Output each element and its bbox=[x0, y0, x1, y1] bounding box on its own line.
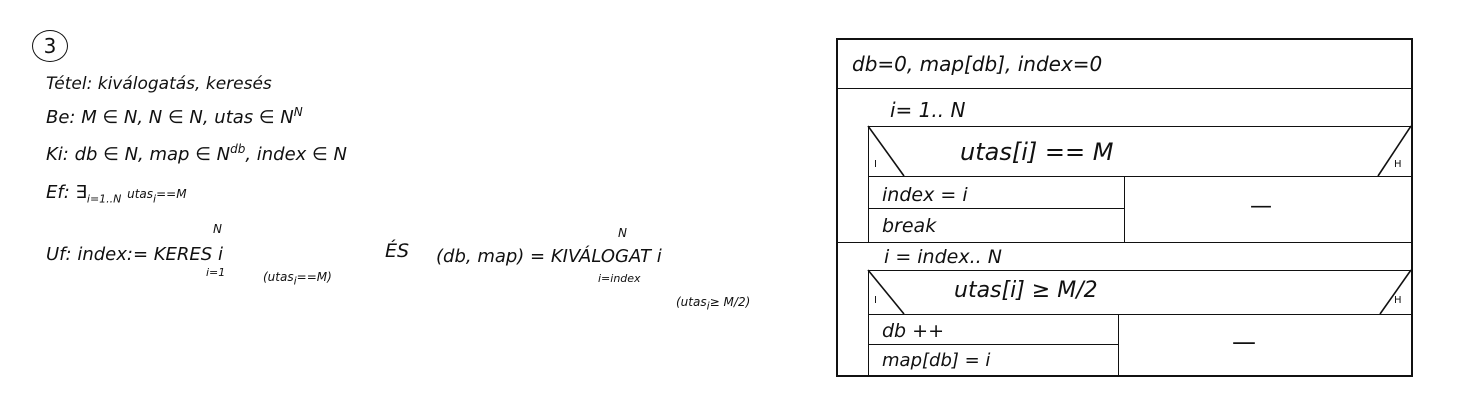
divider bbox=[868, 208, 1124, 209]
cond1-text: utas[i] == M bbox=[960, 138, 1114, 166]
spec-input-sup: N bbox=[293, 105, 303, 119]
then2-db-increment: db ++ bbox=[882, 320, 945, 342]
spec-output-rest: , index ∈ N bbox=[245, 144, 347, 165]
divider bbox=[868, 344, 1118, 345]
divider bbox=[868, 270, 1411, 271]
loop1-body-border bbox=[868, 126, 869, 242]
spec-precondition-line: Ef: ∃i=1..N utasi==M bbox=[46, 182, 187, 206]
cond2-true-mark: I bbox=[874, 295, 877, 306]
spec-precondition-exists: ∃ bbox=[75, 182, 87, 203]
cond1-triangle bbox=[867, 125, 1412, 177]
spec-input-label: Be: bbox=[46, 107, 76, 128]
cond2-split bbox=[1118, 314, 1119, 377]
then2-map-assign: map[db] = i bbox=[882, 350, 991, 371]
spec-output-sup: db bbox=[230, 142, 246, 156]
init-statement: db=0, map[db], index=0 bbox=[852, 52, 1103, 76]
spec-precondition-utas: utas bbox=[127, 187, 154, 201]
cond1-false-mark: H bbox=[1394, 159, 1402, 170]
keres-condition-end: ==M) bbox=[296, 270, 332, 284]
spec-output-line: Ki: db ∈ N, map ∈ Ndb, index ∈ N bbox=[46, 142, 347, 165]
kivalogat-lower-bound: i=index bbox=[598, 272, 641, 285]
divider bbox=[868, 176, 1411, 177]
spec-precondition-utas-sub: i bbox=[153, 192, 157, 206]
spec-title: Tétel: kiválogatás, keresés bbox=[46, 74, 272, 94]
cond2-false-mark: H bbox=[1394, 295, 1402, 306]
spec-postcondition-line: Uf: index:= KERES i bbox=[46, 244, 223, 265]
spec-kivalogat-i: i bbox=[656, 246, 662, 267]
divider bbox=[868, 126, 1411, 127]
keres-condition-sub: i bbox=[293, 274, 297, 288]
loop2-body-border bbox=[868, 270, 869, 377]
loop1-header: i= 1.. N bbox=[890, 98, 966, 122]
keres-lower-bound: i=1 bbox=[206, 266, 226, 279]
kivalogat-condition-sub: i bbox=[706, 299, 710, 313]
else1-empty: — bbox=[1250, 194, 1272, 219]
spec-output-text: db ∈ N, map ∈ N bbox=[74, 144, 231, 165]
task-number: 3 bbox=[32, 30, 68, 62]
structogram: db=0, map[db], index=0 i= 1.. N I H utas… bbox=[836, 38, 1413, 377]
spec-precondition-range: i=1..N bbox=[86, 192, 122, 206]
spec-kivalogat: (db, map) = KIVÁLOGAT i bbox=[436, 246, 662, 267]
keres-condition-start: (utas bbox=[263, 270, 294, 284]
divider bbox=[838, 88, 1411, 89]
else2-empty: — bbox=[1232, 328, 1256, 356]
spec-postcondition-keres: index:= KERES bbox=[77, 244, 213, 265]
cond2-triangle bbox=[867, 269, 1412, 315]
cond1-split bbox=[1124, 176, 1125, 242]
spec-postcondition-label: Uf: bbox=[46, 244, 72, 265]
task-number-text: 3 bbox=[43, 34, 57, 58]
spec-precondition-label: Ef: bbox=[46, 182, 70, 203]
spec-kivalogat-text: (db, map) = KIVÁLOGAT bbox=[436, 246, 651, 267]
spec-input-line: Be: M ∈ N, N ∈ N, utas ∈ NN bbox=[46, 105, 303, 128]
kivalogat-condition: (utasi≥ M/2) bbox=[676, 295, 750, 312]
spec-postcondition-keres-i: i bbox=[217, 244, 223, 265]
keres-upper-bound: N bbox=[213, 222, 222, 236]
spec-and: ÉS bbox=[385, 240, 410, 262]
divider bbox=[868, 314, 1411, 315]
spec-precondition-eq: ==M bbox=[156, 187, 187, 201]
loop2-header: i = index.. N bbox=[884, 246, 1002, 268]
divider bbox=[838, 242, 1411, 243]
cond1-true-mark: I bbox=[874, 159, 877, 170]
kivalogat-condition-end: ≥ M/2) bbox=[709, 295, 751, 309]
specification: 3 Tétel: kiválogatás, keresés Be: M ∈ N,… bbox=[32, 30, 750, 312]
spec-output-label: Ki: bbox=[46, 144, 69, 165]
cond2-text: utas[i] ≥ M/2 bbox=[954, 278, 1098, 303]
then1-index: index = i bbox=[882, 184, 968, 206]
kivalogat-condition-start: (utas bbox=[676, 295, 707, 309]
keres-condition: (utasi==M) bbox=[263, 270, 332, 287]
kivalogat-upper-bound: N bbox=[618, 226, 627, 240]
spec-input-text: M ∈ N, N ∈ N, utas ∈ N bbox=[81, 107, 294, 128]
then1-break: break bbox=[882, 215, 937, 237]
